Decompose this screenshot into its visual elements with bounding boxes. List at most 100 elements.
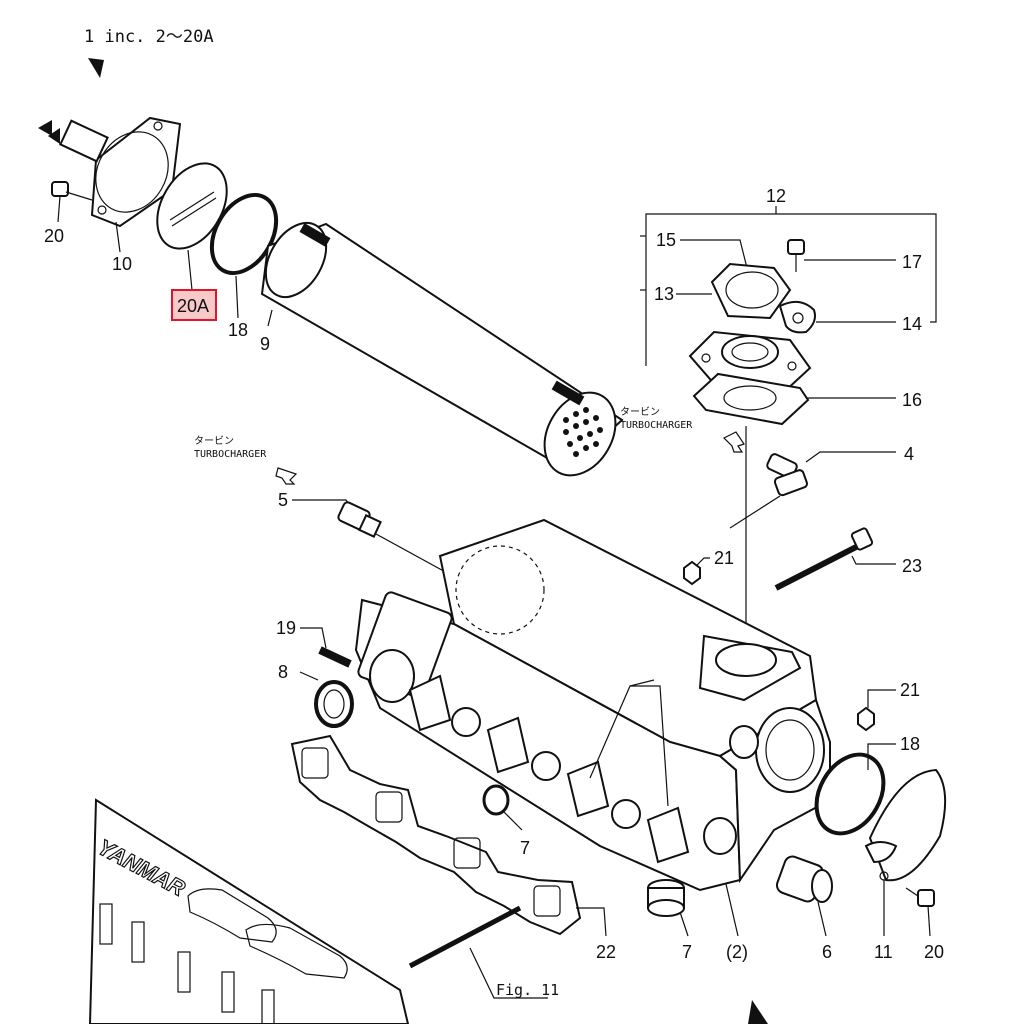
- head-stud-5: [261, 989, 275, 1024]
- head-outline: [88, 798, 410, 1024]
- axis-line-4: [729, 495, 781, 529]
- highlight-box-20A: [171, 289, 217, 321]
- callout-2: (2): [726, 942, 748, 962]
- manifold-body-2: [354, 518, 831, 892]
- gasket-20A-bar-2: [171, 197, 217, 227]
- part-2-port-3: [611, 799, 641, 829]
- part-14-pin: [792, 312, 804, 324]
- leader-20A: [187, 249, 193, 291]
- part-16-plate: [692, 372, 810, 426]
- bolt-20-shank: [65, 191, 93, 201]
- leader-23: [851, 555, 896, 565]
- callout-10: 10: [112, 254, 132, 274]
- part-15-face: [725, 271, 779, 309]
- callout-20-bottom: 20: [924, 942, 944, 962]
- part-2-boss-b: [703, 817, 737, 855]
- figure-ref: Fig. 11: [496, 981, 559, 999]
- part-23-head: [850, 527, 874, 551]
- turbo-arrow-right-icon: [722, 431, 745, 453]
- part-2-turbo-flange-hatch: [455, 545, 545, 635]
- part-13-bore-inner: [731, 342, 769, 362]
- leader-20-bottom: [927, 905, 931, 937]
- flow-arrows-icon-2: [48, 128, 60, 144]
- bolt-20b-head: [917, 889, 935, 907]
- part-22-port-2: [375, 791, 403, 823]
- part-7b-bottom: [647, 899, 685, 917]
- part-14-arm: [778, 300, 816, 334]
- part-10-hole-b: [153, 121, 163, 131]
- part-2-end-port-inner: [765, 719, 815, 781]
- part-22-port-3: [453, 837, 481, 869]
- part-2-port-2: [531, 751, 561, 781]
- callout-9: 9: [260, 334, 270, 354]
- callout-4: 4: [904, 444, 914, 464]
- cap-15: [710, 262, 792, 320]
- callout-13: 13: [654, 284, 674, 304]
- leader-6: [817, 901, 827, 937]
- bolt-20-head: [51, 181, 69, 197]
- part-5-thread: [358, 514, 382, 538]
- leader-10: [115, 221, 121, 253]
- seal-7-mid: [482, 784, 510, 816]
- part-10-nozzle: [59, 119, 109, 163]
- gasket-16: [692, 372, 810, 426]
- callout-20-top: 20: [44, 226, 64, 246]
- turbo-label-right-jp: タービン: [620, 406, 660, 418]
- header-text: 1 inc. 2〜20A: [84, 27, 214, 47]
- part-9-end-top: [264, 222, 328, 298]
- leader-2: [725, 883, 739, 937]
- part-2-runner-4: [646, 806, 690, 864]
- part-2-port-1: [451, 707, 481, 737]
- part-6-end: [811, 869, 833, 903]
- part-9-band-bottom: [551, 380, 585, 406]
- leader-21-mid: [867, 689, 896, 708]
- stud-bolt-23: [774, 527, 874, 591]
- turbo-label-left-jp: タービン: [194, 435, 234, 447]
- part-2-top-port: [715, 643, 777, 677]
- part-23-shank: [774, 541, 864, 591]
- gasket-20A-bar: [169, 191, 215, 221]
- head-stud-3: [177, 951, 191, 993]
- part-13-bore: [721, 335, 779, 369]
- callout-20A: 20A: [177, 296, 209, 316]
- part-10-hole-a: [97, 205, 107, 215]
- leader-fig11: [469, 947, 548, 999]
- cover-plate-10: [38, 116, 182, 228]
- part-16-hole: [723, 385, 777, 411]
- callout-19: 19: [276, 618, 296, 638]
- head-cover-boss-1: [187, 888, 277, 943]
- leader-18-right: [867, 743, 896, 770]
- part-2-boss-a: [729, 725, 759, 759]
- part-9-band-top: [299, 223, 331, 247]
- callout-23: 23: [902, 556, 922, 576]
- callout-16: 16: [902, 390, 922, 410]
- gasket-22: [290, 734, 582, 936]
- part-8-inner: [323, 689, 345, 719]
- callout-7-mid: 7: [520, 838, 530, 858]
- part-2-side-port: [369, 649, 415, 703]
- callout-11: 11: [874, 942, 893, 962]
- callout-21-top: 21: [714, 548, 734, 568]
- plug-5: [337, 501, 382, 538]
- part-4-leg: [773, 469, 808, 497]
- leader-9: [267, 309, 273, 327]
- leader-19: [300, 627, 327, 649]
- callout-15: 15: [656, 230, 676, 250]
- leader-21-top: [695, 557, 710, 567]
- nut-21-top: [683, 560, 701, 586]
- plug-7-bottom: [647, 879, 685, 917]
- callout-21-mid: 21: [900, 680, 920, 700]
- clamp-14: [778, 300, 816, 334]
- part-9-tube-holes: [563, 407, 603, 457]
- seal-8: [314, 680, 354, 728]
- leader-7-bot: [679, 911, 689, 937]
- group-12-bracket: [645, 213, 937, 366]
- part-10-face: [95, 131, 169, 213]
- leader-4: [805, 451, 896, 463]
- bottom-arrow-icon: [748, 1000, 768, 1024]
- stud-19: [318, 646, 352, 668]
- leader-20-top: [57, 195, 61, 223]
- cylinder-head: YANMAR: [88, 798, 410, 1024]
- callout-18-top: 18: [228, 320, 248, 340]
